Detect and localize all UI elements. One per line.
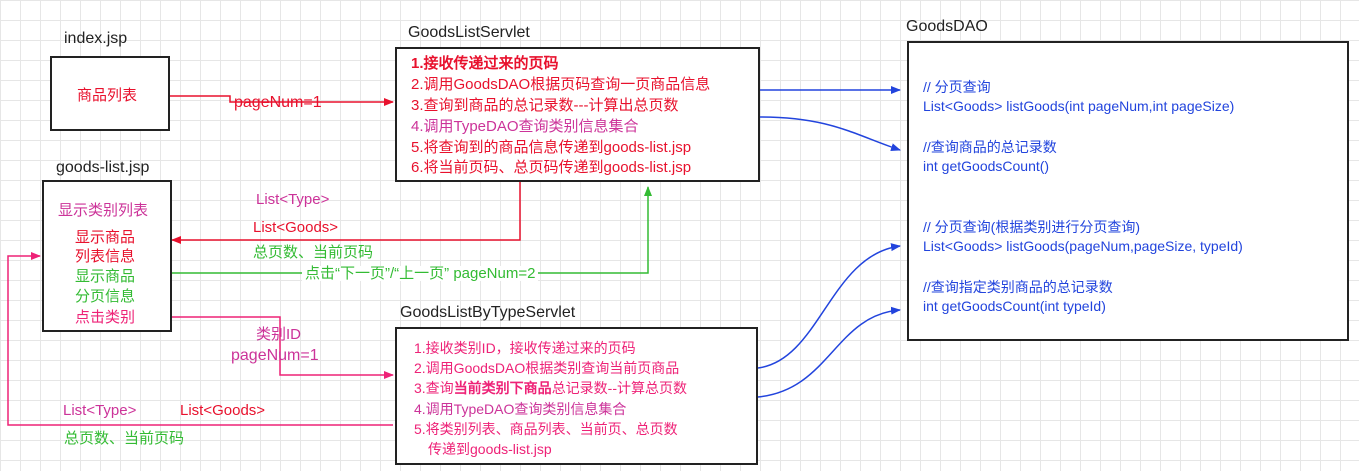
show-goods-text-2: 显示商品 [75, 268, 136, 285]
servlet-step-4: 4.调用TypeDAO查询类别信息集合 [411, 118, 639, 135]
edge-index-to-servlet [170, 95, 394, 106]
dao-method-list-goods: List<Goods> listGoods(int pageNum,int pa… [923, 98, 1235, 114]
edge-type-servlet-to-dao-2 [757, 306, 901, 398]
page-info-text: 分页信息 [75, 288, 136, 305]
edge-label-pagenum-1: pageNum=1 [234, 94, 322, 111]
type-servlet-step-1: 1.接收类别ID，接收传递过来的页码 [414, 340, 636, 356]
servlet-box: 1.接收传递过来的页码 2.调用GoodsDAO根据页码查询一页商品信息 3.查… [395, 47, 760, 182]
goods-list-box: 显示类别列表 显示商品 列表信息 显示商品 分页信息 点击类别 [42, 180, 172, 332]
dao-box: // 分页查询 List<Goods> listGoods(int pageNu… [907, 41, 1349, 341]
servlet-title: GoodsListServlet [408, 24, 530, 41]
dao-comment-type-count: //查询指定类别商品的总记录数 [923, 279, 1113, 295]
edge-servlet-to-goods-list [171, 182, 521, 244]
edge-label-pagenum-1-type: pageNum=1 [231, 347, 319, 364]
type-servlet-step-3-part-a: 3.查询 [414, 380, 454, 396]
servlet-step-5: 5.将查询到的商品信息传递到goods-list.jsp [411, 139, 692, 156]
type-servlet-step-2: 2.调用GoodsDAO根据类别查询当前页商品 [414, 360, 680, 376]
edge-servlet-to-dao-2 [759, 116, 901, 151]
index-goods-list-text: 商品列表 [77, 87, 138, 104]
servlet-step-1: 1.接收传递过来的页码 [411, 55, 559, 72]
click-category-text: 点击类别 [75, 309, 136, 326]
type-servlet-step-4: 4.调用TypeDAO查询类别信息集合 [414, 401, 627, 417]
index-title: index.jsp [64, 30, 128, 47]
edge-label-total-pages: 总页数、当前页码 [253, 244, 374, 261]
type-servlet-step-3-part-c: 总记录数--计算总页数 [551, 380, 688, 396]
edge-label-list-goods-back: List<Goods> [180, 402, 266, 419]
type-servlet-title: GoodsListByTypeServlet [400, 304, 576, 321]
edge-goods-list-to-servlet [172, 186, 652, 274]
edge-label-list-type-back: List<Type> [63, 402, 137, 419]
type-servlet-step-5-cont: 传递到goods-list.jsp [428, 441, 552, 457]
type-servlet-step-3: 3.查询当前类别下商品总记录数--计算总页数 [414, 381, 687, 395]
edge-label-total-pages-back: 总页数、当前页码 [64, 430, 185, 447]
edge-type-servlet-to-dao-1 [757, 243, 901, 369]
servlet-step-3: 3.查询到商品的总记录数---计算出总页数 [411, 97, 679, 114]
edge-goods-list-to-type-servlet [160, 316, 394, 379]
dao-method-list-goods-by-type: List<Goods> listGoods(pageNum,pageSize, … [923, 238, 1243, 254]
edge-type-servlet-to-goods-list [7, 252, 393, 426]
edge-label-list-type: List<Type> [256, 191, 330, 208]
dao-comment-page-query: // 分页查询 [923, 79, 991, 95]
servlet-step-6: 6.将当前页码、总页码传递到goods-list.jsp [411, 159, 692, 176]
goods-list-title: goods-list.jsp [56, 159, 150, 176]
dao-comment-count: //查询商品的总记录数 [923, 139, 1057, 155]
type-servlet-step-3-bold: 当前类别下商品 [453, 380, 552, 396]
dao-method-get-count: int getGoodsCount() [923, 158, 1050, 174]
edge-label-next-prev: 点击“下一页”/“上一页” pageNum=2 [302, 266, 539, 281]
show-category-list-text: 显示类别列表 [58, 202, 149, 219]
show-goods-text-1: 显示商品 [75, 229, 136, 246]
dao-method-get-count-by-type: int getGoodsCount(int typeId) [923, 298, 1106, 314]
index-box: 商品列表 [50, 56, 170, 131]
edge-label-list-goods: List<Goods> [253, 219, 339, 236]
list-info-text: 列表信息 [75, 248, 136, 265]
type-servlet-box: 1.接收类别ID，接收传递过来的页码 2.调用GoodsDAO根据类别查询当前页… [395, 327, 758, 465]
type-servlet-step-5: 5.将类别列表、商品列表、当前页、总页数 [414, 421, 678, 437]
servlet-step-2: 2.调用GoodsDAO根据页码查询一页商品信息 [411, 76, 711, 93]
dao-comment-type-page-query: // 分页查询(根据类别进行分页查询) [923, 219, 1140, 235]
dao-title: GoodsDAO [906, 18, 988, 35]
edge-label-category-id: 类别ID [256, 326, 302, 343]
